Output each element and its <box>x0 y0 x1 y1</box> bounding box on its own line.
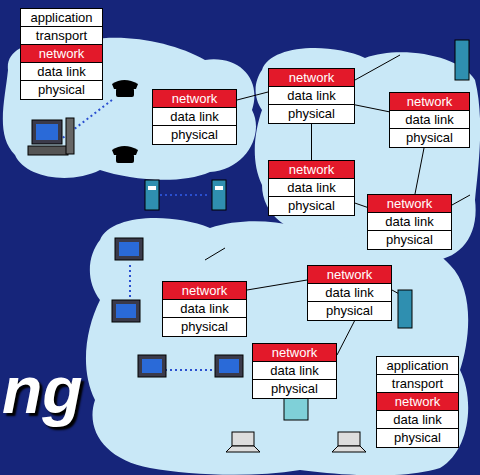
layer-label: transport <box>377 375 458 393</box>
layer-label: data link <box>269 87 354 105</box>
layer-label: physical <box>377 429 458 447</box>
layer-label: network <box>153 90 236 108</box>
layer-label: data link <box>368 213 451 231</box>
layer-label: network <box>269 161 354 179</box>
protocol-stack: networkdata linkphysical <box>152 89 237 145</box>
computer-icon <box>28 118 74 155</box>
layer-label: data link <box>390 111 469 129</box>
layer-label: physical <box>368 231 451 249</box>
layer-label: application <box>377 357 458 375</box>
server-icon <box>455 40 469 80</box>
modem-icon <box>145 180 226 210</box>
layer-label: network <box>368 195 451 213</box>
layer-label: data link <box>377 411 458 429</box>
layer-label: network <box>377 393 458 411</box>
link-line <box>355 203 367 207</box>
layer-label: application <box>21 9 102 27</box>
layer-label: network <box>21 45 102 63</box>
layer-label: data link <box>153 108 236 126</box>
layer-label: transport <box>21 27 102 45</box>
link-line <box>355 105 389 112</box>
protocol-stack: networkdata linkphysical <box>252 343 337 399</box>
layer-label: physical <box>253 380 336 398</box>
link-line <box>415 148 424 194</box>
layer-label: physical <box>21 81 102 99</box>
layer-label: network <box>163 282 246 300</box>
layer-label: physical <box>269 197 354 215</box>
network-cloud <box>3 38 256 180</box>
layer-label: network <box>253 344 336 362</box>
protocol-stack: networkdata linkphysical <box>162 281 247 337</box>
layer-label: network <box>308 266 391 284</box>
layer-label: physical <box>153 126 236 144</box>
protocol-stack: networkdata linkphysical <box>367 194 452 250</box>
layer-label: network <box>269 69 354 87</box>
layer-label: data link <box>269 179 354 197</box>
link-line <box>311 124 312 160</box>
protocol-stack: networkdata linkphysical <box>389 92 470 148</box>
telephone-icon <box>112 80 138 163</box>
layer-label: physical <box>390 129 469 147</box>
protocol-stack: networkdata linkphysical <box>268 68 355 124</box>
protocol-stack: applicationtransportnetworkdata linkphys… <box>20 8 103 100</box>
title-fragment: ng <box>2 352 83 428</box>
protocol-stack: networkdata linkphysical <box>307 265 392 321</box>
network-cloud <box>86 218 468 475</box>
layer-label: network <box>390 93 469 111</box>
layer-label: data link <box>253 362 336 380</box>
server-icon <box>398 290 412 328</box>
layer-label: data link <box>163 300 246 318</box>
router-icon <box>284 398 308 420</box>
layer-label: physical <box>269 105 354 123</box>
layer-label: physical <box>308 302 391 320</box>
protocol-stack: networkdata linkphysical <box>268 160 355 216</box>
layer-label: data link <box>308 284 391 302</box>
protocol-stack: applicationtransportnetworkdata linkphys… <box>376 356 459 448</box>
laptop-icon <box>226 432 366 452</box>
layer-label: physical <box>163 318 246 336</box>
layer-label: data link <box>21 63 102 81</box>
